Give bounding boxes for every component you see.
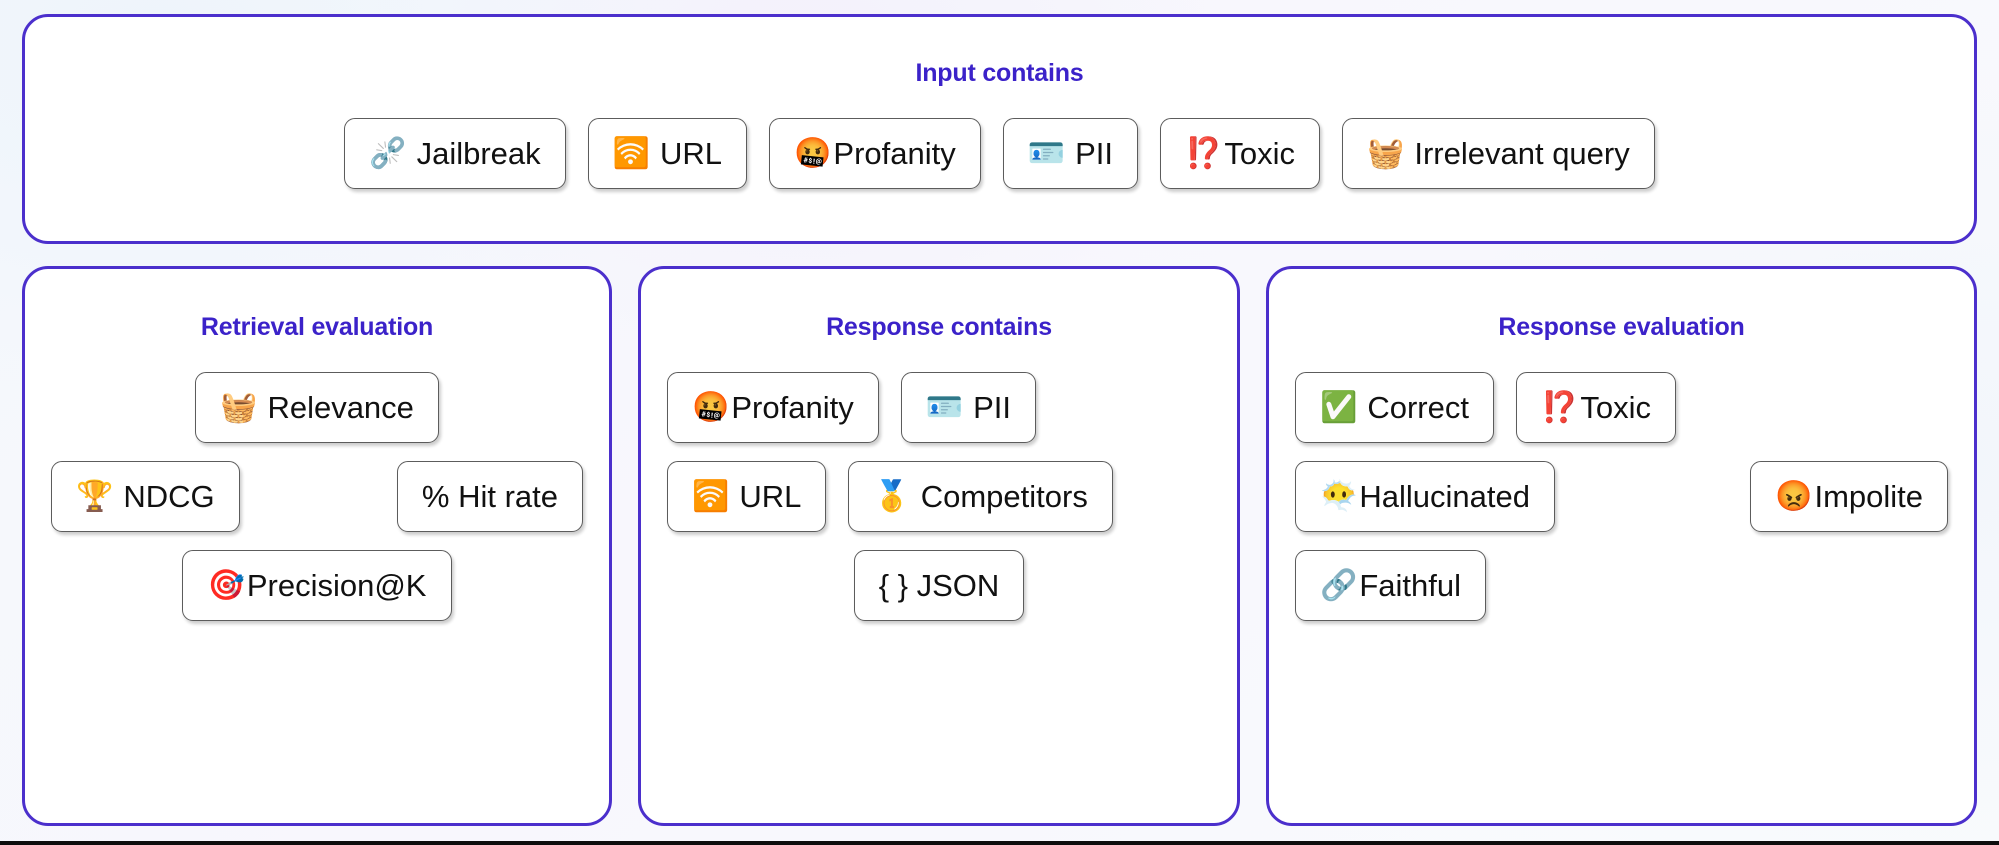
metric-chip-label: NDCG (123, 479, 215, 514)
metric-chip[interactable]: 🥇 Competitors (848, 461, 1113, 532)
target-icon: 🎯 (207, 568, 245, 602)
panel-response-evaluation: Response evaluation ✅ Correct ⁉️Toxic 😶‍🌫️H… (1266, 266, 1977, 826)
face-with-symbols-on-mouth-icon: 🤬 (692, 390, 730, 424)
trophy-icon: 🏆 (76, 479, 114, 513)
evaluation-metrics-board: Input contains ⛓️‍💥Jailbreak🛜URL🤬Profani… (22, 14, 1977, 826)
panel-title-input-contains: Input contains (915, 59, 1084, 87)
basket-icon: 🧺 (220, 390, 258, 424)
metric-chip[interactable]: 🧺 Relevance (195, 372, 439, 443)
metric-chip-label: Faithful (1359, 568, 1462, 603)
metric-chip-row: 🎯Precision@K (51, 550, 583, 621)
metric-chip-label: { } JSON (878, 568, 1000, 603)
gold-medal-icon: 🥇 (873, 479, 911, 513)
metric-chip[interactable]: 🛜 URL (587, 118, 748, 189)
response-contains-chip-stack: 🤬Profanity 🪪 PII 🛜 URL 🥇 Competitors { } JSON (641, 372, 1237, 621)
check-mark-icon: ✅ (1320, 390, 1358, 424)
metric-chip-label: Irrelevant query (1414, 136, 1630, 171)
metric-chip-label: PII (1075, 136, 1113, 171)
metric-chip[interactable]: ⁉️Toxic (1516, 372, 1676, 443)
metric-chip[interactable]: 🧺 Irrelevant query (1342, 118, 1655, 189)
metric-chip-label: Precision@K (246, 568, 427, 603)
retrieval-chip-stack: 🧺 Relevance 🏆 NDCG % Hit rate 🎯Precision@K (25, 372, 609, 621)
metric-chip-label: PII (973, 390, 1011, 425)
metric-chip[interactable]: ⁉️Toxic (1160, 118, 1320, 189)
panel-response-contains: Response contains 🤬Profanity 🪪 PII 🛜 URL 🥇 Com… (638, 266, 1240, 826)
metric-chip-label: Correct (1367, 390, 1469, 425)
metric-chip[interactable]: { } JSON (853, 550, 1025, 621)
panel-retrieval-evaluation: Retrieval evaluation 🧺 Relevance 🏆 NDCG % Hi… (22, 266, 612, 826)
metric-chip[interactable]: % Hit rate (396, 461, 583, 532)
metric-chip-label: Impolite (1814, 479, 1923, 514)
metric-chip-label: Jailbreak (416, 136, 541, 171)
metric-chip-row: 🧺 Relevance (51, 372, 583, 443)
metric-chip[interactable]: ⛓️‍💥 Jailbreak (344, 118, 566, 189)
metric-chip-label: Hallucinated (1359, 479, 1530, 514)
panel-title-response-evaluation: Response evaluation (1498, 313, 1745, 341)
metric-chip-label: Toxic (1580, 390, 1651, 425)
face-in-clouds-icon: 😶‍🌫️ (1320, 479, 1358, 513)
metric-chip-row: 🔗Faithful (1295, 550, 1948, 621)
metric-chip-label: URL (739, 479, 802, 514)
metric-chip[interactable]: 🛜 URL (667, 461, 827, 532)
metric-chip[interactable]: 😡Impolite (1750, 461, 1948, 532)
metric-chip[interactable]: 🤬Profanity (769, 118, 981, 189)
bottom-edge-strip (0, 841, 1999, 845)
panel-title-retrieval-evaluation: Retrieval evaluation (200, 313, 434, 341)
panel-title-response-contains: Response contains (826, 313, 1052, 341)
response-evaluation-chip-stack: ✅ Correct ⁉️Toxic 😶‍🌫️Hallucinated 😡Impolite… (1269, 372, 1974, 621)
metric-chip[interactable]: 🏆 NDCG (51, 461, 240, 532)
metric-chip-label: Toxic (1224, 136, 1295, 171)
metric-chip-row: 😶‍🌫️Hallucinated 😡Impolite (1295, 461, 1948, 532)
bottom-panel-row: Retrieval evaluation 🧺 Relevance 🏆 NDCG % Hi… (22, 266, 1977, 826)
panel-input-contains: Input contains ⛓️‍💥 Jailbreak 🛜 URL 🤬Profani… (22, 14, 1977, 244)
metric-chip[interactable]: 🎯Precision@K (182, 550, 452, 621)
metric-chip[interactable]: ✅ Correct (1295, 372, 1494, 443)
pouting-face-icon: 😡 (1775, 479, 1813, 513)
basket-icon: 🧺 (1367, 136, 1405, 170)
metric-chip[interactable]: 🪪 PII (900, 372, 1036, 443)
metric-chip-label: % Hit rate (421, 479, 558, 514)
metric-chip-row: ✅ Correct ⁉️Toxic (1295, 372, 1948, 443)
broken-chain-icon: ⛓️‍💥 (369, 136, 407, 170)
face-with-symbols-on-mouth-icon: 🤬 (794, 136, 832, 170)
metric-chip-row: 🛜 URL 🥇 Competitors (667, 461, 1211, 532)
metric-chip[interactable]: 🪪 PII (1002, 118, 1138, 189)
metric-chip-row: { } JSON (667, 550, 1211, 621)
metric-chip[interactable]: 🤬Profanity (667, 372, 879, 443)
metric-chip-label: URL (660, 136, 723, 171)
metric-chip-row: 🏆 NDCG % Hit rate (51, 461, 583, 532)
metric-chip[interactable]: 🔗Faithful (1295, 550, 1487, 621)
metric-chip-row: 🤬Profanity 🪪 PII (667, 372, 1211, 443)
exclamation-question-mark-icon: ⁉️ (1541, 390, 1579, 424)
identification-card-icon: 🪪 (1027, 136, 1066, 170)
link-icon: 🔗 (1320, 568, 1358, 602)
input-chip-list: ⛓️‍💥 Jailbreak 🛜 URL 🤬Profanity 🪪 PII ⁉️Toxic 🧺 I… (25, 118, 1974, 189)
metric-chip[interactable]: 😶‍🌫️Hallucinated (1295, 461, 1555, 532)
wifi-icon: 🛜 (692, 479, 730, 513)
exclamation-question-mark-icon: ⁉️ (1185, 136, 1223, 170)
metric-chip-label: Profanity (731, 390, 854, 425)
metric-chip-label: Competitors (920, 479, 1088, 514)
wifi-icon: 🛜 (612, 136, 651, 170)
metric-chip-label: Relevance (267, 390, 414, 425)
identification-card-icon: 🪪 (925, 390, 964, 424)
metric-chip-label: Profanity (833, 136, 956, 171)
